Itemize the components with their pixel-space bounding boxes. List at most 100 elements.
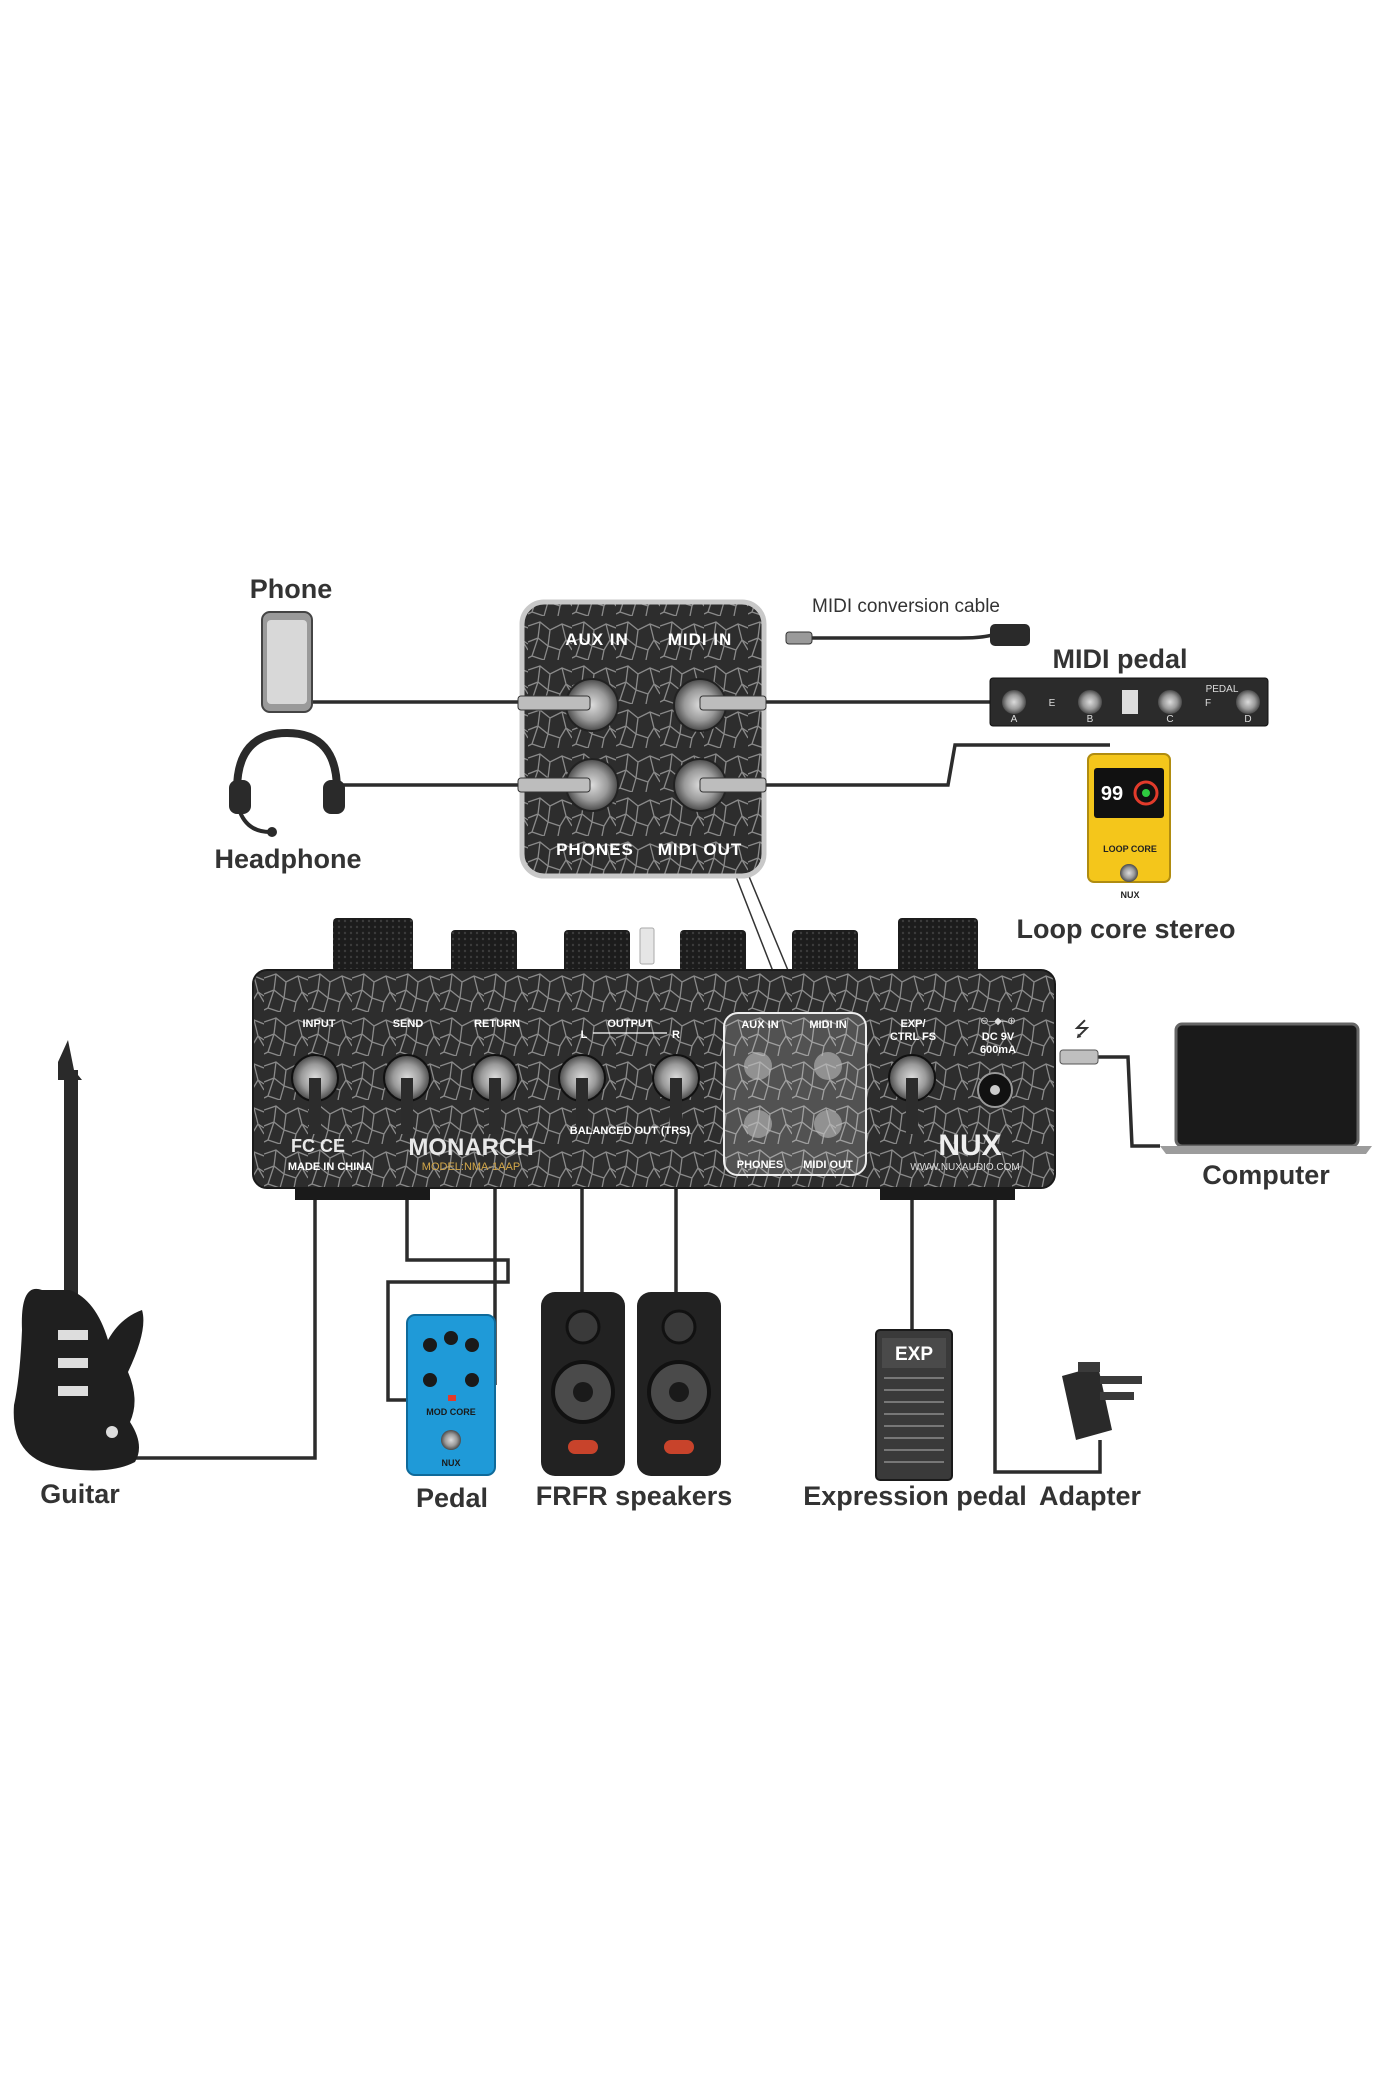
usb-cable	[1063, 1055, 1160, 1148]
guitar-cable	[135, 1131, 317, 1460]
midi-pedal-switch-d	[1236, 690, 1260, 714]
midi-pedal-device: PEDAL A B C D E F	[989, 677, 1269, 727]
knob-1	[333, 918, 413, 974]
midi-pedal-switch-c	[1158, 690, 1182, 714]
brand-name: MONARCH	[408, 1134, 533, 1161]
adapter-prong-1	[1100, 1376, 1142, 1384]
phone-device	[261, 611, 313, 713]
guitar-neck	[64, 1070, 78, 1295]
speaker-left-port	[568, 1440, 598, 1454]
input-label: INPUT	[303, 1018, 336, 1030]
send-label: SEND	[393, 1018, 424, 1030]
label-computer: Computer	[1202, 1160, 1330, 1190]
zoom-aux-plug	[517, 695, 591, 711]
zoom-midi-out-plug	[699, 777, 767, 793]
zoom-phones-plug	[517, 777, 591, 793]
unit-phones-label: PHONES	[737, 1159, 783, 1171]
output-r-label: R	[672, 1029, 680, 1041]
nux-logo: NUX	[938, 1129, 1001, 1162]
return-label: RETURN	[474, 1018, 520, 1030]
label-frfr-speakers: FRFR speakers	[536, 1481, 733, 1511]
zoom-midi-out-label: MIDI OUT	[658, 840, 743, 859]
input-plug	[309, 1078, 321, 1134]
dc-polarity-icon: ⊖–◆–⊕	[980, 1016, 1016, 1027]
guitar-pickup-1	[58, 1330, 88, 1340]
mod-core-footswitch	[441, 1430, 461, 1450]
exp-label-line2: CTRL FS	[890, 1031, 936, 1043]
send-cable	[386, 1131, 510, 1402]
loop-core-footswitch	[1120, 864, 1138, 882]
dc-label-line2: 600mA	[980, 1044, 1016, 1056]
usb-icon: ⭍	[1074, 1019, 1091, 1041]
laptop-base	[1160, 1146, 1372, 1154]
headphone-icon	[233, 728, 341, 791]
adapter-device	[1062, 1362, 1142, 1440]
label-phone: Phone	[250, 574, 333, 604]
balanced-out-label: BALANCED OUT (TRS)	[570, 1125, 691, 1137]
guitar-pickup-3	[58, 1386, 88, 1396]
adapter-icon	[1062, 1366, 1112, 1440]
unit-aux-in-jack[interactable]	[744, 1052, 772, 1080]
mod-core-knob-2	[444, 1331, 458, 1345]
usb-port-top	[639, 927, 655, 965]
label-guitar: Guitar	[40, 1479, 120, 1509]
unit-midi-out-jack[interactable]	[814, 1110, 842, 1138]
dc-cable	[993, 1131, 1102, 1474]
usb-plug	[1059, 1049, 1099, 1065]
mod-core-knob-3	[465, 1338, 479, 1352]
output-label: OUTPUT	[607, 1018, 653, 1030]
unit-foot-left	[295, 1188, 430, 1200]
speaker-left-tweeter	[565, 1309, 601, 1345]
adapter-prong-2	[1100, 1392, 1134, 1400]
mod-core-pedal-device: MOD CORE NUX	[406, 1314, 496, 1476]
label-midi-pedal: MIDI pedal	[1052, 644, 1187, 674]
guitar-pickup-2	[58, 1358, 88, 1368]
unit-midi-in-jack[interactable]	[814, 1052, 842, 1080]
midi-pedal-letter-f: F	[1205, 698, 1211, 709]
monarch-unit: INPUT SEND RETURN OUTPUT L R EXP/ CTRL F…	[252, 918, 1056, 1200]
headphone-device	[229, 728, 345, 837]
loop-core-device: 99 LOOP CORE NUX	[1087, 753, 1171, 900]
mod-core-knob-1	[423, 1338, 437, 1352]
phone-screen	[267, 620, 307, 704]
midi-pedal-letter-a: A	[1011, 714, 1018, 725]
frfr-speakers-device	[541, 1292, 721, 1476]
midi-pedal-label: PEDAL	[1206, 684, 1239, 695]
guitar-headstock	[58, 1040, 82, 1080]
exp-plug	[906, 1078, 918, 1134]
knob-2	[451, 930, 517, 974]
zoom-line-left	[747, 873, 793, 981]
midi-plug-icon	[990, 624, 1030, 646]
made-in-label: MADE IN CHINA	[288, 1161, 372, 1173]
knob-6	[898, 918, 978, 974]
computer-device	[1160, 1022, 1372, 1154]
laptop-screen	[1174, 1022, 1360, 1148]
output-l-plug	[576, 1078, 588, 1134]
mod-core-name: MOD CORE	[426, 1407, 476, 1417]
mod-core-knob-5	[465, 1373, 479, 1387]
unit-phones-jack[interactable]	[744, 1110, 772, 1138]
return-plug	[489, 1078, 501, 1134]
guitar-device	[13, 1040, 144, 1471]
zoom-midi-in-label: MIDI IN	[668, 630, 733, 649]
loop-core-logo: NUX	[1120, 890, 1139, 900]
zoom-midi-in-plug	[699, 695, 767, 711]
midi-out-cable	[765, 743, 1110, 787]
model-label: MODEL:NMA-1AAP	[422, 1161, 520, 1173]
output-l-label: L	[581, 1029, 588, 1041]
highlight-region	[723, 1012, 867, 1176]
usb-connection: ⭍	[1059, 1019, 1099, 1065]
loop-core-display-value: 99	[1101, 783, 1123, 805]
loop-core-name: LOOP CORE	[1103, 844, 1157, 854]
headphone-left-cup	[229, 780, 251, 814]
loop-core-ring	[1133, 780, 1159, 806]
midi-pedal-letter-c: C	[1166, 714, 1173, 725]
midi-conversion-cable-device	[785, 624, 1030, 646]
mod-core-logo: NUX	[441, 1458, 460, 1468]
guitar-knob	[106, 1426, 118, 1438]
unit-midi-out-label: MIDI OUT	[803, 1159, 853, 1171]
dc-label-line1: DC 9V	[982, 1031, 1015, 1043]
midi-conversion-cable	[810, 630, 1001, 640]
speaker-right-port	[664, 1440, 694, 1454]
unit-aux-in-label: AUX IN	[741, 1019, 778, 1031]
